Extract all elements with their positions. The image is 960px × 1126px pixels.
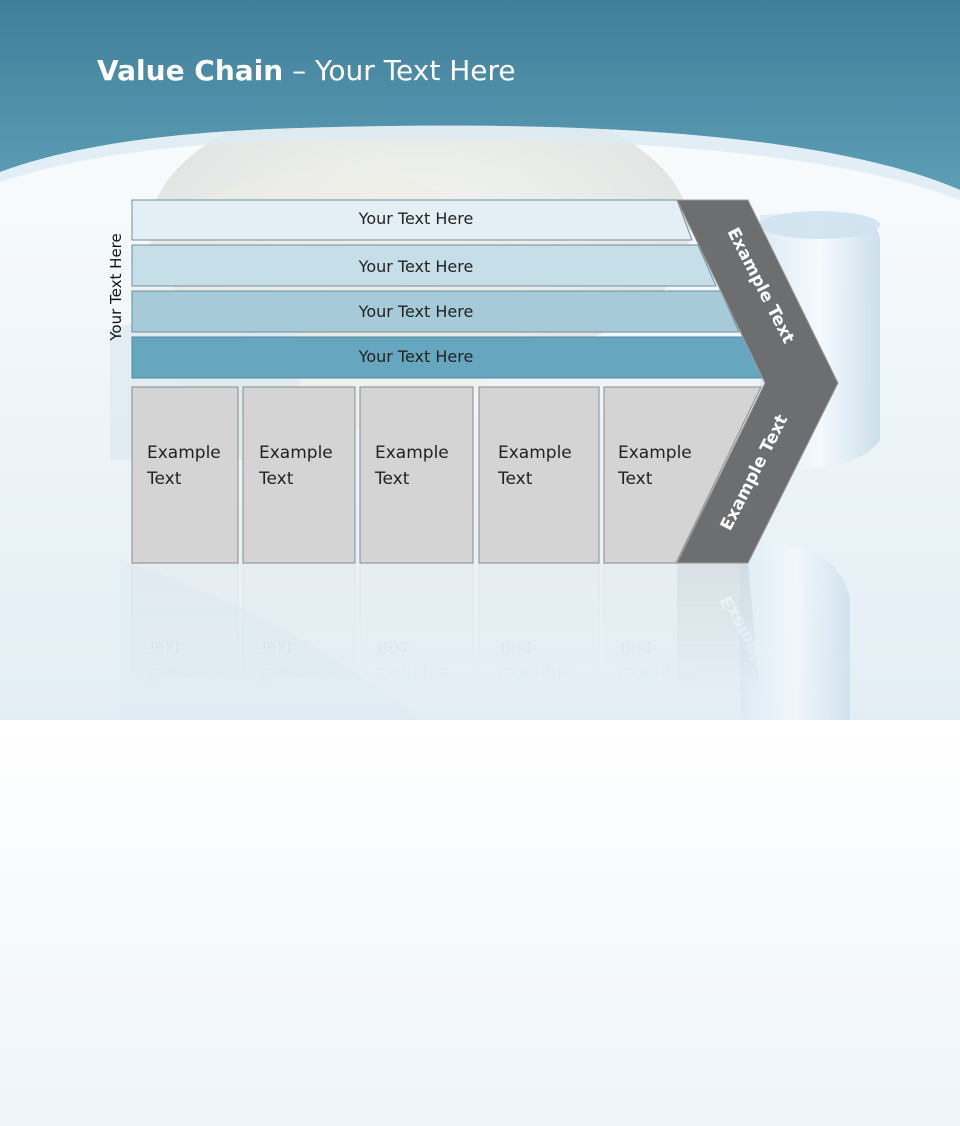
primary-cell-4-text: Example Text <box>498 440 572 492</box>
primary-cell-1-text: Example Text <box>147 440 221 492</box>
primary-cell-2[interactable] <box>242 386 356 564</box>
cell-3-line1: Example <box>375 443 449 463</box>
primary-cell-2-text: Example Text <box>259 440 333 492</box>
chevron-shape[interactable] <box>676 199 839 564</box>
cell-5-line2: Text <box>618 469 653 489</box>
primary-cell-5[interactable] <box>603 386 762 564</box>
primary-cell-5-text: Example Text <box>618 440 692 492</box>
primary-cell-3-text: Example Text <box>375 440 449 492</box>
support-bar-3-label: Your Text Here <box>358 302 474 321</box>
support-activity-bars: Your Text Here Your Text Here Your Text … <box>131 199 764 379</box>
title-bold: Value Chain <box>97 54 284 87</box>
page-title: Value Chain – Your Text Here <box>97 54 516 87</box>
cell-2-line1: Example <box>259 443 333 463</box>
support-bar-2-label: Your Text Here <box>358 257 474 276</box>
support-bar-3[interactable] <box>131 290 740 333</box>
cell-3-line2: Text <box>375 469 410 489</box>
primary-activity-cells <box>131 386 762 564</box>
cell-4-line1: Example <box>498 443 572 463</box>
value-chain-diagram: Your Text Here Your Text Here Your Text … <box>131 199 839 564</box>
primary-cell-3[interactable] <box>359 386 474 564</box>
cell-2-line2: Text <box>259 469 294 489</box>
cell-1-line1: Example <box>147 443 221 463</box>
cell-5-line1: Example <box>618 443 692 463</box>
support-bar-1-label: Your Text Here <box>358 209 474 228</box>
primary-cell-4[interactable] <box>478 386 600 564</box>
primary-cell-1[interactable] <box>131 386 239 564</box>
support-bar-2[interactable] <box>131 244 717 287</box>
cell-4-line2: Text <box>498 469 533 489</box>
support-bar-4-label: Your Text Here <box>358 347 474 366</box>
support-bar-1[interactable] <box>131 199 693 241</box>
margin-chevron: Example Text Example Text <box>676 199 839 564</box>
title-rest: – Your Text Here <box>283 54 516 87</box>
cell-1-line2: Text <box>147 469 182 489</box>
